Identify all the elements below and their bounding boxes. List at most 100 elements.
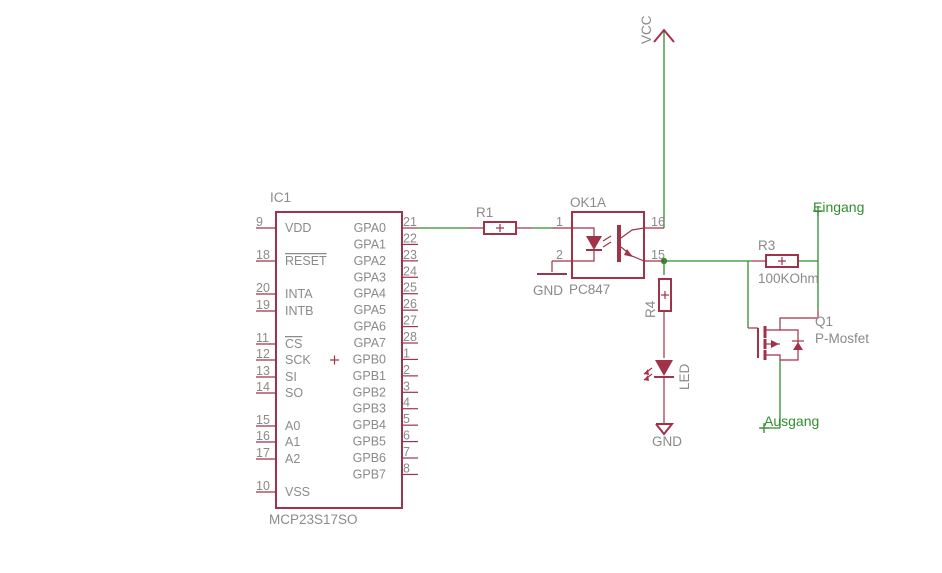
- r3-body: [765, 254, 799, 268]
- ok1-emitter-arrow: [624, 249, 633, 257]
- ic1-pin-name: A2: [285, 452, 300, 466]
- ic1-pin-number: 21: [403, 215, 417, 229]
- led-triangle: [655, 360, 673, 376]
- ic1-right-pins: 21GPA022GPA123GPA224GPA325GPA426GPA527GP…: [353, 215, 418, 481]
- ic1-pin-name: SCK: [285, 353, 311, 367]
- ok1-value: PC847: [569, 282, 610, 297]
- ok1-pin1-num: 1: [556, 215, 563, 229]
- ic1-pin-name: GPA4: [354, 287, 386, 301]
- ic1-pin-number: 9: [256, 215, 263, 229]
- ic1-pin-name: INTB: [285, 304, 313, 318]
- ok1-transistor-collector: [620, 227, 645, 239]
- ic1-pin-number: 19: [256, 298, 270, 312]
- led-arrowhead-2: [644, 375, 649, 381]
- ic1-pin-name: GPA7: [354, 336, 386, 350]
- ic1-pin-name: GPA6: [354, 320, 386, 334]
- vcc-arrow-icon: [653, 28, 675, 43]
- q1-diode-path: [780, 329, 799, 361]
- ok1-name: OK1A: [570, 195, 606, 210]
- ic1-pin-name: GPB3: [353, 402, 386, 416]
- ic1-pin-number: 5: [403, 412, 410, 426]
- ic1-pin-number: 27: [403, 314, 417, 328]
- led-name: LED: [677, 363, 692, 390]
- ic1-pin-name: SI: [285, 370, 297, 384]
- r3[interactable]: R3 100KOhm: [752, 238, 819, 286]
- ic1-pin-number: 16: [256, 429, 270, 443]
- ic1-pin-number: 10: [256, 479, 270, 493]
- ic1-pin-number: 12: [256, 347, 270, 361]
- ic1-pin-name: RESET: [285, 254, 327, 268]
- ok1-pin15-num: 15: [651, 248, 665, 262]
- ic1-pin-number: 15: [256, 413, 270, 427]
- ic1-pin-number: 7: [403, 445, 410, 459]
- ic1-value: MCP23S17SO: [269, 512, 358, 527]
- q1-source: [765, 310, 819, 331]
- gnd-led-label: GND: [652, 434, 682, 449]
- q1-name: Q1: [815, 314, 833, 329]
- ic1-pin-name: GPB0: [353, 352, 386, 366]
- ok1-led-lead-k: [572, 250, 595, 262]
- ic1-name: IC1: [270, 190, 291, 205]
- ic1-pin-name: GPB1: [353, 369, 386, 383]
- ic1-pin-name: GPA3: [354, 270, 386, 284]
- ok1-led-lead-a: [572, 227, 595, 236]
- vcc: VCC: [639, 15, 675, 44]
- led-arrowhead-1: [644, 369, 649, 375]
- gnd-opto: GND: [533, 261, 567, 298]
- net-label-ausgang: Ausgang: [764, 413, 819, 429]
- ic1-pin-number: 28: [403, 330, 417, 344]
- ic1-pin-number: 17: [256, 446, 270, 460]
- ic1-pin-number: 20: [256, 281, 270, 295]
- ic1-pin-name: GPB2: [353, 385, 386, 399]
- ic1-pin-name: GPB4: [353, 418, 386, 432]
- ok1-pin2-num: 2: [556, 248, 563, 262]
- ic1-pin-name: A1: [285, 435, 300, 449]
- ic1-pin-number: 25: [403, 281, 417, 295]
- ic1-pin-number: 22: [403, 231, 417, 245]
- vcc-label: VCC: [639, 15, 654, 44]
- ic1-pin-name: GPB6: [353, 451, 386, 465]
- ic1-pin-name: GPB5: [353, 435, 386, 449]
- ok1-pin16-num: 16: [651, 215, 665, 229]
- led[interactable]: LED: [643, 360, 692, 424]
- ok1[interactable]: OK1A PC847 1 2 16 15: [552, 195, 665, 297]
- ic1-pin-name: GPA0: [354, 221, 386, 235]
- ic1-pin-name: GPB7: [353, 467, 386, 481]
- ic1-pin-name: SO: [285, 386, 303, 400]
- ic1-pin-number: 8: [403, 461, 410, 475]
- r4[interactable]: R4: [643, 278, 672, 358]
- ic1-pin-name: GPA2: [354, 254, 386, 268]
- ic1-pin-number: 3: [403, 379, 410, 393]
- ic1-pin-name: GPA5: [354, 303, 386, 317]
- gnd-opto-label: GND: [533, 283, 563, 298]
- r1[interactable]: R1: [468, 205, 532, 235]
- r4-name: R4: [643, 300, 658, 318]
- ok1-transistor-emitter: [620, 246, 645, 262]
- ic1-pin-name: INTA: [285, 287, 313, 301]
- ic1-pin-number: 11: [256, 331, 269, 345]
- ic1-pin-number: 24: [403, 264, 417, 278]
- ok1-led-triangle: [586, 236, 602, 250]
- ic1-pin-number: 23: [403, 248, 417, 262]
- net-label-eingang: Eingang: [813, 199, 864, 215]
- q1[interactable]: Q1 P-Mosfet: [748, 310, 869, 361]
- ok1-light-arrow-1: [602, 235, 612, 242]
- gnd-led: GND: [652, 423, 682, 449]
- r4-body: [658, 278, 672, 312]
- ic1-pin-name: GPA1: [354, 237, 386, 251]
- ic1-pin-number: 4: [403, 396, 410, 410]
- ic1-pin-name: A0: [285, 419, 300, 433]
- wires: [418, 30, 823, 433]
- gnd-led-symbol-icon: [655, 423, 675, 436]
- ic1-pin-number: 26: [403, 297, 417, 311]
- ic1-pin-number: 2: [403, 363, 410, 377]
- q1-value: P-Mosfet: [815, 331, 869, 346]
- ic1-pin-number: 13: [256, 364, 270, 378]
- ok1-light-arrow-2: [602, 241, 612, 248]
- q1-body-arrow: [771, 340, 779, 348]
- ic1-pin-number: 18: [256, 248, 270, 262]
- ok1-body: [571, 211, 645, 279]
